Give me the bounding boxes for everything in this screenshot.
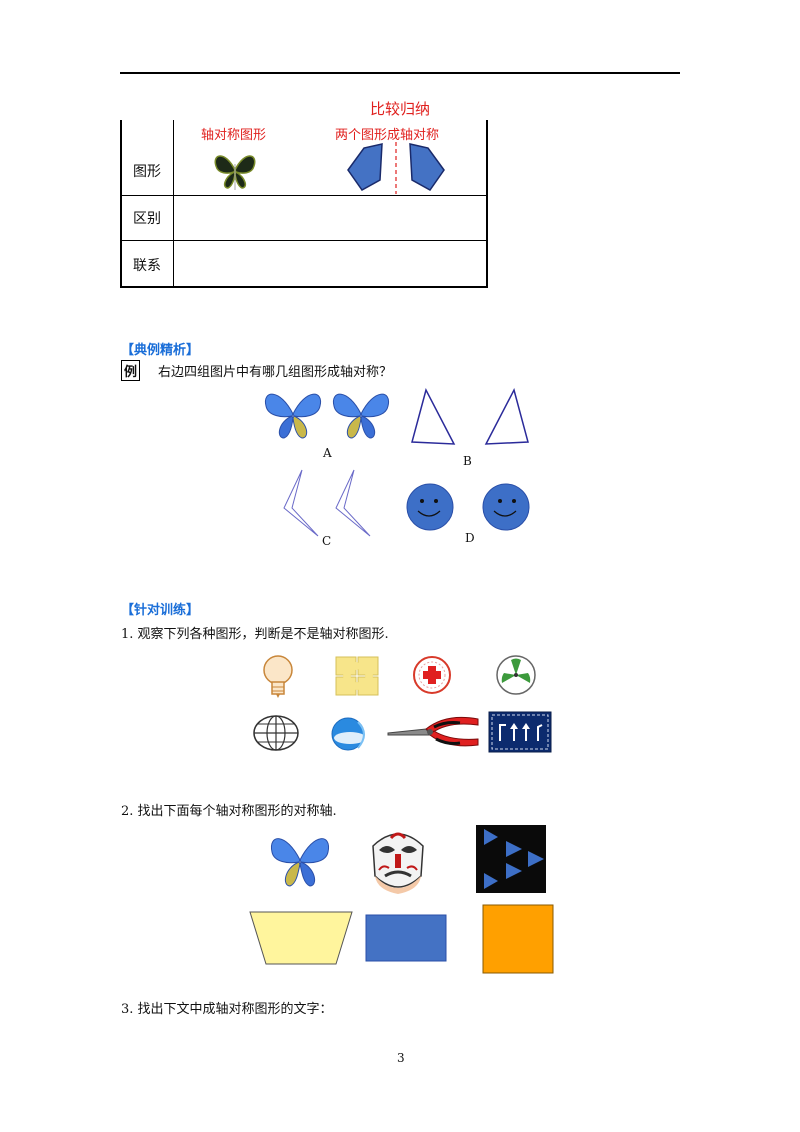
label-d: D (465, 531, 475, 545)
opera-mask-icon (372, 832, 424, 894)
pentagon-pair-icon (347, 142, 445, 194)
pliers-icon (387, 716, 479, 747)
trapezoid-shape (249, 911, 353, 965)
triangle-pair-icon (411, 387, 529, 445)
arrowhead-pair-icon (283, 469, 371, 537)
practice-section-heading: 【针对训练】 (121, 603, 200, 618)
label-a: A (323, 446, 332, 460)
blue-butterfly-icon (270, 838, 330, 887)
example-marker: 例 (121, 360, 141, 381)
globe-icon (253, 715, 299, 751)
question-2: 2. 找出下面每个轴对称图形的对称轴. (121, 804, 337, 819)
column-label-pair: 两个图形成轴对称 (335, 128, 440, 143)
row-label-difference: 区别 (133, 211, 161, 227)
puzzle-icon (335, 656, 379, 696)
light-bulb-icon (263, 655, 293, 698)
black-triangles-icon (476, 825, 546, 893)
blue-butterfly-icon (264, 393, 322, 439)
column-label-axial: 轴对称图形 (201, 128, 267, 143)
red-cross-emblem-icon (413, 656, 451, 694)
table-row-divider (122, 240, 486, 241)
example-question: 右边四组图片中有哪几组图形成轴对称？ (158, 365, 393, 380)
example-section-heading: 【典例精析】 (121, 343, 200, 358)
comparison-table (120, 120, 488, 288)
row-label-connection: 联系 (133, 258, 161, 274)
row-label-shape: 图形 (133, 164, 161, 180)
orange-square-shape (482, 904, 554, 974)
question-1: 1. 观察下列各种图形，判断是不是轴对称图形. (121, 627, 389, 642)
header-rule (120, 72, 680, 74)
propeller-icon (496, 655, 536, 695)
road-sign-icon (488, 711, 552, 753)
blue-sphere-logo-icon (331, 717, 366, 751)
blue-butterfly-icon (332, 393, 390, 439)
smiley-pair-icon (406, 483, 530, 531)
table-row-divider (122, 195, 486, 196)
comparison-title: 比较归纳 (369, 100, 430, 118)
page-number: 3 (397, 1051, 405, 1065)
label-b: B (463, 454, 472, 468)
blue-rectangle-shape (365, 914, 447, 962)
butterfly-icon (214, 155, 256, 190)
label-c: C (322, 534, 332, 548)
table-column-divider (173, 120, 174, 286)
question-3: 3. 找出下文中成轴对称图形的文字： (121, 1002, 333, 1017)
